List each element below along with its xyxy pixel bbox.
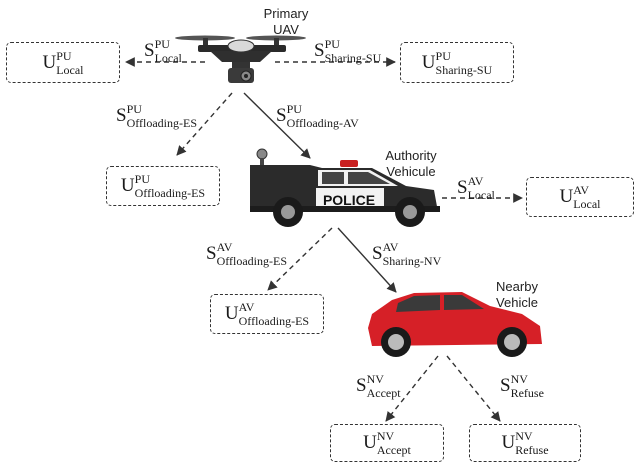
police-vehicle-body — [250, 148, 440, 227]
utility-box-accept-nv: UNVAccept — [330, 424, 444, 462]
strategy-label-offloading-av-pu: SPUOffloading-AV — [276, 102, 359, 130]
strategy-label-local-av: SAVLocal — [457, 174, 495, 202]
edge-uav-to-offloading-es — [176, 92, 233, 156]
strategy-label-offloading-es-pu: SPUOffloading-ES — [116, 102, 198, 130]
utility-box-local-pu: UPULocal — [6, 42, 120, 83]
strategy-label-sharing-su: SPUSharing-SU — [314, 37, 382, 65]
drone-body — [198, 39, 286, 83]
strategy-label-sharing-nv-av: SAVSharing-NV — [372, 240, 442, 268]
utility-box-offloading-es-av: UAVOffloading-ES — [210, 294, 324, 334]
edge-av-to-offloading-es — [267, 227, 333, 291]
edge-uav-to-authority-vehicle — [243, 92, 311, 159]
utility-box-refuse-nv: UNVRefuse — [469, 424, 581, 462]
strategy-label-refuse-nv: SNVRefuse — [500, 372, 544, 400]
nearby-car-body — [368, 292, 542, 357]
strategy-label-local-pu: SPULocal — [144, 37, 182, 65]
strategy-label-offloading-es-av: SAVOffloading-ES — [206, 240, 288, 268]
nearby-vehicle-label: Nearby Vehicle — [496, 279, 538, 310]
edge-nv-to-refuse — [446, 355, 501, 422]
utility-box-sharing-su: UPUSharing-SU — [400, 42, 514, 83]
strategy-label-accept-nv: SNVAccept — [356, 372, 401, 400]
primary-uav-label: Primary UAV — [263, 6, 309, 37]
drone-propellers — [175, 35, 306, 46]
police-text: POLICE — [323, 192, 375, 208]
utility-box-local-av: UAVLocal — [526, 177, 634, 217]
authority-vehicle-label: Authority Vehicule — [385, 148, 437, 179]
utility-box-offloading-es-pu: UPUOffloading-ES — [106, 166, 220, 206]
edge-av-to-nearby-vehicle — [337, 227, 397, 293]
edge-nv-to-accept — [385, 355, 439, 422]
